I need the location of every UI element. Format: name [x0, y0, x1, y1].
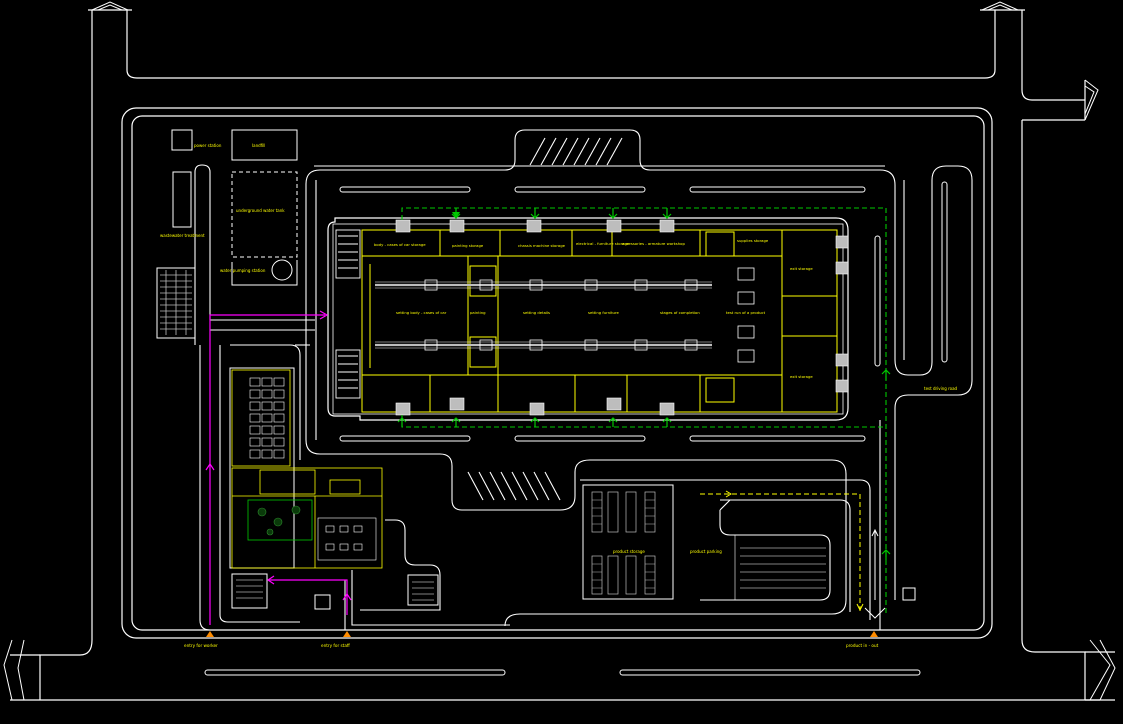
label-chassis-storage: chassis machine storage: [518, 243, 566, 248]
label-product-storage: product storage: [613, 549, 645, 554]
entry-labels: entry for worker entry for staff product…: [184, 643, 879, 648]
internal-roads: [194, 129, 973, 631]
office-building: [229, 367, 439, 610]
product-storage-area: [582, 484, 826, 600]
label-exit-storage-bottom: exit storage: [790, 374, 813, 379]
pumping-station-block: [271, 259, 293, 281]
outer-road-network: [10, 9, 1115, 701]
label-wastewater: wastewater treatment: [160, 233, 205, 238]
label-entry-staff: entry for staff: [321, 643, 350, 648]
gray-stair-lines: [160, 270, 192, 335]
label-painting-storage: painting storage: [452, 243, 484, 248]
label-accessories-storage: accessories - armature workshop: [622, 241, 685, 246]
product-lane-arrows: [725, 490, 864, 612]
main-factory: [327, 217, 849, 421]
label-entry-worker: entry for worker: [184, 643, 218, 648]
label-setting-body: setting body - cases of car: [396, 310, 447, 315]
bottom-road-lane-marks: [204, 669, 921, 676]
label-stages-completion: stages of completion: [660, 310, 700, 315]
guard-booth: [902, 587, 916, 601]
bottom-parking-stalls: [467, 471, 561, 501]
label-product-in-out: product in - out: [846, 643, 879, 648]
wastewater-block: [172, 171, 192, 228]
lane-marks: [339, 181, 948, 442]
label-painting: painting: [470, 310, 486, 315]
landfill-block: [231, 129, 298, 161]
label-electrical-storage: electrical - furniture storage: [576, 241, 630, 246]
gate-markers: [3, 1, 1116, 701]
flow-arrow-heads: [452, 212, 460, 218]
label-test-driving-road: test driving road: [924, 386, 958, 391]
entry-markers: [206, 631, 878, 637]
gray-stair-block: [156, 267, 196, 339]
factory-labels: body - cases of car storage painting sto…: [374, 238, 813, 379]
site-boundary: [121, 107, 993, 639]
label-underground-water-tank: underground water tank: [236, 208, 285, 213]
label-power-station: power station: [194, 143, 222, 148]
product-lane: [700, 493, 861, 612]
utility-labels: power station landfill underground water…: [160, 143, 285, 273]
top-parking-stalls: [529, 137, 623, 166]
label-supplies-storage: supplies storage: [737, 238, 769, 243]
label-setting-furniture: setting furniture: [588, 310, 619, 315]
label-landfill: landfill: [252, 143, 265, 148]
white-lane-arrows: [864, 528, 886, 619]
staff-route: [266, 575, 352, 615]
utility-buildings: [156, 129, 298, 339]
label-exit-storage-top: exit storage: [790, 266, 813, 271]
label-body-storage: body - cases of car storage: [374, 242, 426, 247]
lower-labels: product storage product parking test dri…: [613, 386, 958, 554]
worker-route: [205, 310, 329, 625]
power-station-block: [171, 129, 193, 151]
underground-water-tank-block: [231, 171, 298, 258]
label-pumping-station: water pumping station: [220, 268, 266, 273]
label-setting-details: setting details: [523, 310, 550, 315]
label-test-product: test run of a product: [726, 310, 766, 315]
label-product-parking: product parking: [690, 549, 722, 554]
